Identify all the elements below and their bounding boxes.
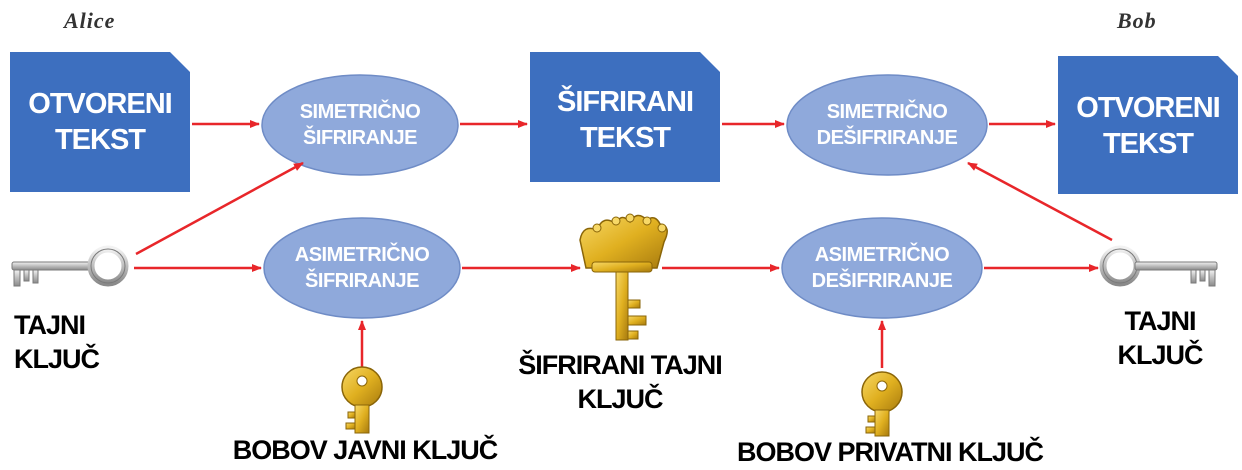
secret-key-right-label: TAJNI KLJUČ xyxy=(1117,306,1203,370)
plaintext-document-right xyxy=(1058,56,1238,194)
asymmetric-decryption-ellipse xyxy=(781,217,983,319)
symmetric-decryption-ellipse xyxy=(786,74,988,176)
symmetric-decryption-label: SIMETRIČNO DEŠIFRIRANJE xyxy=(816,101,958,149)
sender-name: Alice xyxy=(64,8,116,33)
asymmetric-decryption-label: ASIMETRIČNO DEŠIFRIRANJE xyxy=(811,244,953,292)
gold-key-icon xyxy=(861,371,903,437)
silver-key-icon xyxy=(1099,245,1218,287)
gold-crown-key-icon xyxy=(579,213,668,341)
asymmetric-encryption-label: ASIMETRIČNO ŠIFRIRANJE xyxy=(294,244,430,292)
silver-key-icon xyxy=(11,245,129,287)
ciphertext-document xyxy=(530,52,720,182)
arrow-secret-key-to-sym-encrypt xyxy=(135,161,304,256)
arrow-secret-key-to-sym-decrypt xyxy=(967,161,1113,242)
ciphertext-label: ŠIFRIRANI TEKST xyxy=(557,86,694,154)
bob-private-key-label: BOBOV PRIVATNI KLJUČ xyxy=(736,437,1044,467)
symmetric-encryption-label: SIMETRIČNO ŠIFRIRANJE xyxy=(299,101,421,149)
secret-key-left-label: TAJNI KLJUČ xyxy=(14,310,100,374)
asymmetric-encryption-ellipse xyxy=(263,217,461,319)
encrypted-secret-key-label: ŠIFRIRANI TAJNI KLJUČ xyxy=(518,350,723,414)
plaintext-document-left xyxy=(10,52,190,192)
symmetric-encryption-ellipse xyxy=(261,74,459,176)
receiver-name: Bob xyxy=(1117,8,1157,33)
plaintext-right-label: OTVORENI TEKST xyxy=(1076,92,1220,160)
bob-public-key-label: BOBOV JAVNI KLJUČ xyxy=(232,435,499,465)
gold-key-icon xyxy=(341,366,383,434)
plaintext-left-label: OTVORENI TEKST xyxy=(28,88,172,156)
